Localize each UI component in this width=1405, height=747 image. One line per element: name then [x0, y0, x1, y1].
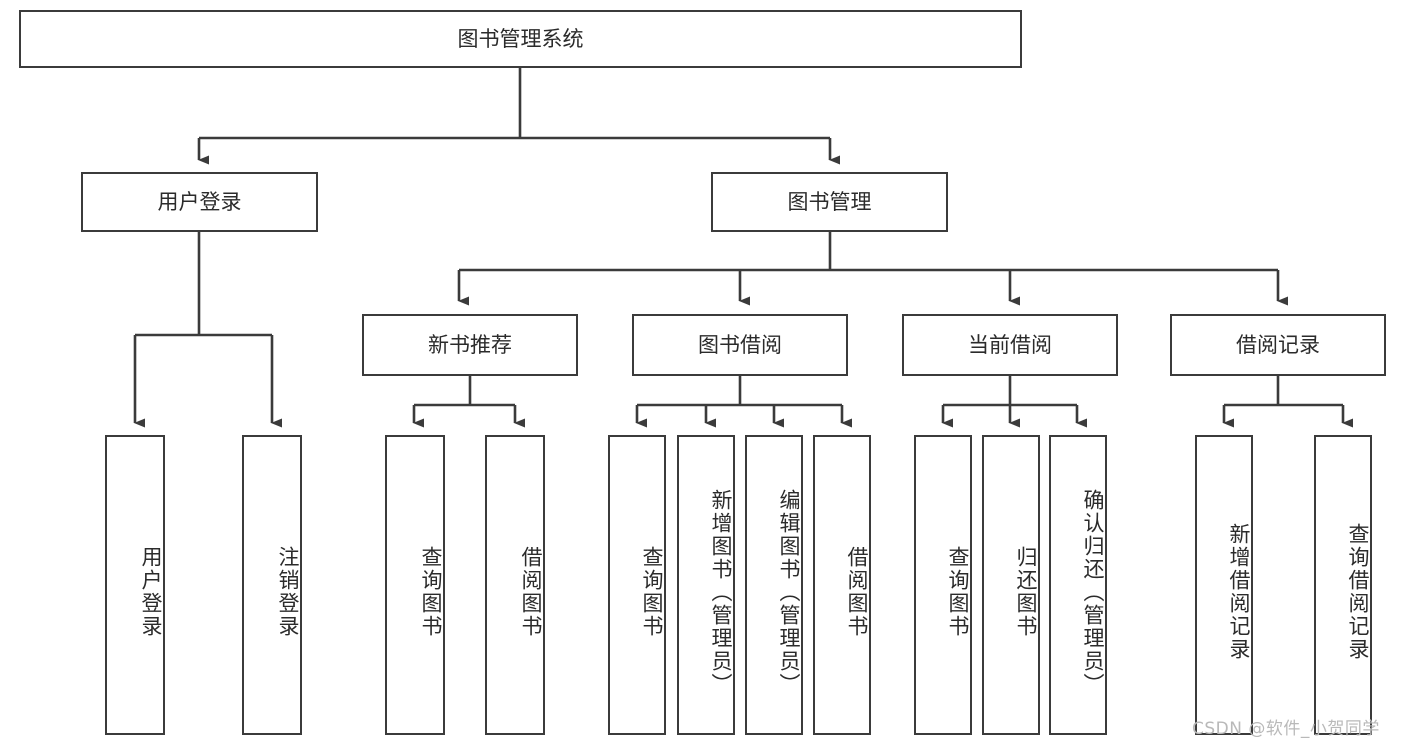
node-book-borrow-label: 图书借阅: [698, 332, 782, 357]
node-book-manage-label: 图书管理: [787, 189, 872, 214]
node-leaf-add-book[interactable]: 新增图书（管理员）: [677, 435, 735, 735]
node-new-book-recommend-label: 新书推荐: [428, 332, 512, 357]
node-leaf-return-book-label: 归还图书: [1014, 546, 1038, 638]
node-leaf-borrow-book-2[interactable]: 借阅图书: [813, 435, 871, 735]
node-leaf-confirm-return-label: 确认归还（管理员）: [1081, 488, 1105, 696]
node-borrow-record-label: 借阅记录: [1236, 332, 1320, 357]
node-leaf-edit-book-label: 编辑图书（管理员）: [777, 488, 801, 696]
node-leaf-confirm-return[interactable]: 确认归还（管理员）: [1049, 435, 1107, 735]
node-root-label: 图书管理系统: [457, 26, 584, 51]
node-user-login[interactable]: 用户登录: [81, 172, 318, 232]
node-leaf-query-book-3-label: 查询图书: [946, 546, 970, 638]
node-current-borrow-label: 当前借阅: [968, 332, 1052, 357]
node-current-borrow[interactable]: 当前借阅: [902, 314, 1118, 376]
node-leaf-query-book-3[interactable]: 查询图书: [914, 435, 972, 735]
node-leaf-add-book-label: 新增图书（管理员）: [709, 488, 733, 696]
node-leaf-add-record-label: 新增借阅记录: [1227, 523, 1251, 661]
node-leaf-borrow-book-1-label: 借阅图书: [519, 546, 543, 638]
node-leaf-query-record-label: 查询借阅记录: [1346, 523, 1370, 661]
node-leaf-edit-book[interactable]: 编辑图书（管理员）: [745, 435, 803, 735]
node-book-borrow[interactable]: 图书借阅: [632, 314, 848, 376]
csdn-watermark: CSDN @软件_小贺同学: [1192, 719, 1380, 739]
node-leaf-add-record[interactable]: 新增借阅记录: [1195, 435, 1253, 735]
node-leaf-borrow-book-1[interactable]: 借阅图书: [485, 435, 545, 735]
node-leaf-user-login-label: 用户登录: [139, 546, 163, 638]
node-leaf-query-book-1[interactable]: 查询图书: [385, 435, 445, 735]
node-root[interactable]: 图书管理系统: [19, 10, 1022, 68]
node-book-manage[interactable]: 图书管理: [711, 172, 948, 232]
node-leaf-query-book-2-label: 查询图书: [640, 546, 664, 638]
node-leaf-query-record[interactable]: 查询借阅记录: [1314, 435, 1372, 735]
node-leaf-return-book[interactable]: 归还图书: [982, 435, 1040, 735]
node-leaf-user-login[interactable]: 用户登录: [105, 435, 165, 735]
node-leaf-logout[interactable]: 注销登录: [242, 435, 302, 735]
node-leaf-query-book-1-label: 查询图书: [419, 546, 443, 638]
node-leaf-logout-label: 注销登录: [276, 546, 300, 638]
node-leaf-borrow-book-2-label: 借阅图书: [845, 546, 869, 638]
node-leaf-query-book-2[interactable]: 查询图书: [608, 435, 666, 735]
node-new-book-recommend[interactable]: 新书推荐: [362, 314, 578, 376]
node-borrow-record[interactable]: 借阅记录: [1170, 314, 1386, 376]
node-user-login-label: 用户登录: [157, 189, 242, 214]
